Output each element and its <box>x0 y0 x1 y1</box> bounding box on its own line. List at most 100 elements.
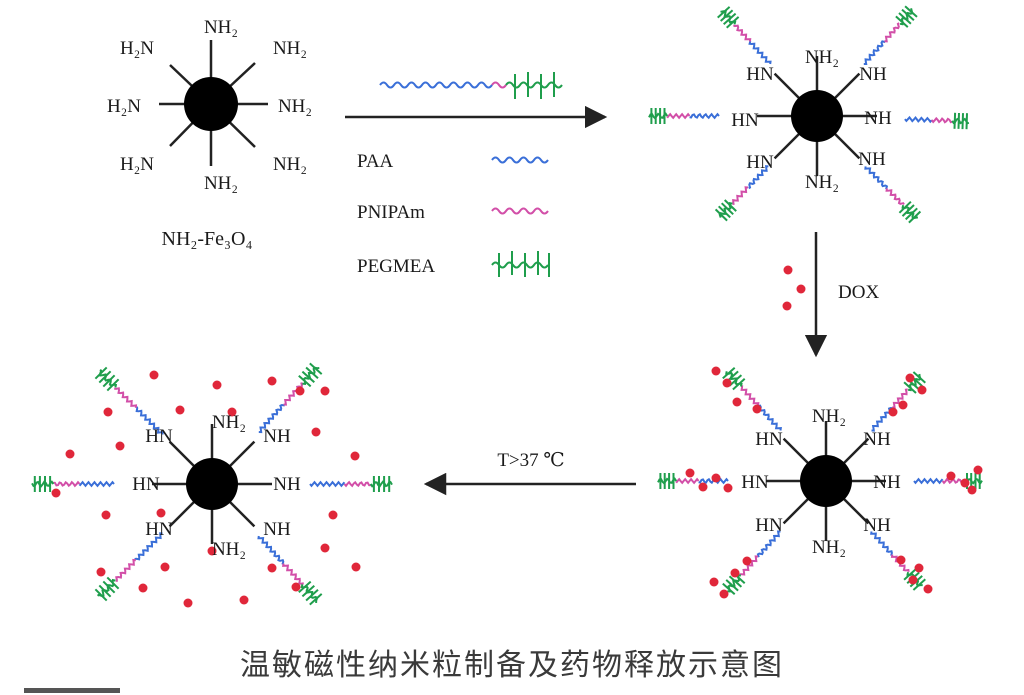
pegmea-brush <box>369 476 393 492</box>
dox-molecule <box>291 582 301 592</box>
amide-label: NH <box>263 426 291 447</box>
paa-segment <box>257 535 285 565</box>
dox-molecule <box>51 488 61 498</box>
polymer-chain <box>714 165 769 222</box>
dox-molecule <box>239 595 249 605</box>
pegmea-brush <box>298 362 323 388</box>
paa-segment <box>134 532 163 561</box>
paa-segment <box>78 480 115 488</box>
dox-molecule <box>320 543 330 553</box>
dox-molecule <box>295 386 305 396</box>
polymer-chain <box>722 530 781 596</box>
amide-label: NH <box>859 64 887 85</box>
iron-oxide-core <box>186 458 238 510</box>
amide-label: HN <box>132 474 160 495</box>
polymer-chain <box>864 166 922 224</box>
polymer-chain-sample <box>379 81 493 89</box>
amide-label: NH <box>263 519 291 540</box>
amide-label: HN <box>145 519 173 540</box>
amine-label: H₂N <box>107 96 141 117</box>
paa-segment <box>756 530 781 558</box>
dox-molecule <box>115 441 125 451</box>
dox-molecule <box>796 284 806 294</box>
pegmea-brush <box>714 199 737 222</box>
dox-molecule <box>160 562 170 572</box>
paa-segment <box>309 480 346 488</box>
polymer-chain <box>722 366 782 431</box>
dox-molecule <box>898 400 908 410</box>
amide-label: HN <box>741 472 769 493</box>
legend-label-paa: PAA <box>357 151 394 172</box>
dox-molecule <box>212 380 222 390</box>
paa-segment <box>748 40 772 65</box>
amine-label: NH₂ <box>812 537 846 558</box>
dox-molecule <box>96 567 106 577</box>
dox-molecule <box>888 407 898 417</box>
polymer-chain <box>94 532 163 602</box>
amide-label: NH <box>863 429 891 450</box>
grafted-particle: NH₂ HN NH HN NH HN NH NH₂ <box>648 5 970 224</box>
released-particle: NH₂ HN NH HN NH HN NH NH₂ <box>31 362 393 608</box>
amine-label: NH₂ <box>278 96 312 117</box>
polymer-chain-sample <box>491 81 507 89</box>
dox-molecule <box>101 510 111 520</box>
dox-molecule <box>351 562 361 572</box>
amide-label: NH <box>858 149 886 170</box>
amine-label: NH₂ <box>812 406 846 427</box>
paa-segment <box>258 403 285 434</box>
amine-label: NH₂ <box>805 47 839 68</box>
dox-molecule <box>783 265 793 275</box>
dox-molecule <box>711 473 721 483</box>
amine-label: NH₂ <box>273 154 307 175</box>
dox-molecule <box>732 397 742 407</box>
dox-molecule <box>946 471 956 481</box>
amide-label: HN <box>755 515 783 536</box>
pegmea-brush <box>298 580 323 606</box>
dox-molecule <box>923 584 933 594</box>
amine-label: NH₂ <box>273 38 307 59</box>
dox-step-label: DOX <box>838 282 879 303</box>
polymer-chain <box>904 112 970 130</box>
dox-molecule <box>267 376 277 386</box>
amine-label: NH₂ <box>212 539 246 560</box>
dox-molecule <box>685 468 695 478</box>
amine-label: H₂N <box>120 38 154 59</box>
pnipam-segment <box>283 382 303 406</box>
amide-label: HN <box>755 429 783 450</box>
amide-label: HN <box>746 64 774 85</box>
dox-molecule <box>711 366 721 376</box>
polymer-chain <box>648 108 720 124</box>
dox-molecule <box>350 451 360 461</box>
pnipam-segment <box>884 22 900 43</box>
polymer-chain <box>31 476 115 492</box>
figure-caption: 温敏磁性纳米粒制备及药物释放示意图 <box>240 648 784 683</box>
pegmea-brush <box>722 366 746 391</box>
paa-symbol <box>491 156 549 164</box>
dox-molecule <box>175 405 185 415</box>
amine-label: NH₂ <box>212 412 246 433</box>
grafting-step: PAA PNIPAm PEGMEA <box>345 72 608 277</box>
pnipam-segment <box>666 112 691 120</box>
pegmea-brush <box>94 366 120 392</box>
dox-molecule <box>723 483 733 493</box>
dox-molecule <box>138 583 148 593</box>
dox-molecule <box>698 482 708 492</box>
dox-molecule <box>752 404 762 414</box>
dox-molecule <box>328 510 338 520</box>
dox-molecule <box>973 465 983 475</box>
paa-segment <box>864 166 889 190</box>
paa-segment <box>904 115 933 124</box>
dox-molecule <box>967 485 977 495</box>
polymer-chain <box>717 6 772 65</box>
pnipam-segment <box>892 388 908 409</box>
dox-molecule <box>149 370 159 380</box>
dox-molecule <box>722 378 732 388</box>
dox-molecule <box>730 568 740 578</box>
pnipam-segment <box>740 385 760 406</box>
dox-molecule <box>914 563 924 573</box>
pegmea-brush <box>31 476 55 492</box>
pnipam-segment <box>53 480 81 488</box>
polymer-legend: PAA PNIPAm PEGMEA <box>357 151 550 277</box>
amine-label: NH₂ <box>204 17 238 38</box>
pnipam-segment <box>732 24 752 42</box>
